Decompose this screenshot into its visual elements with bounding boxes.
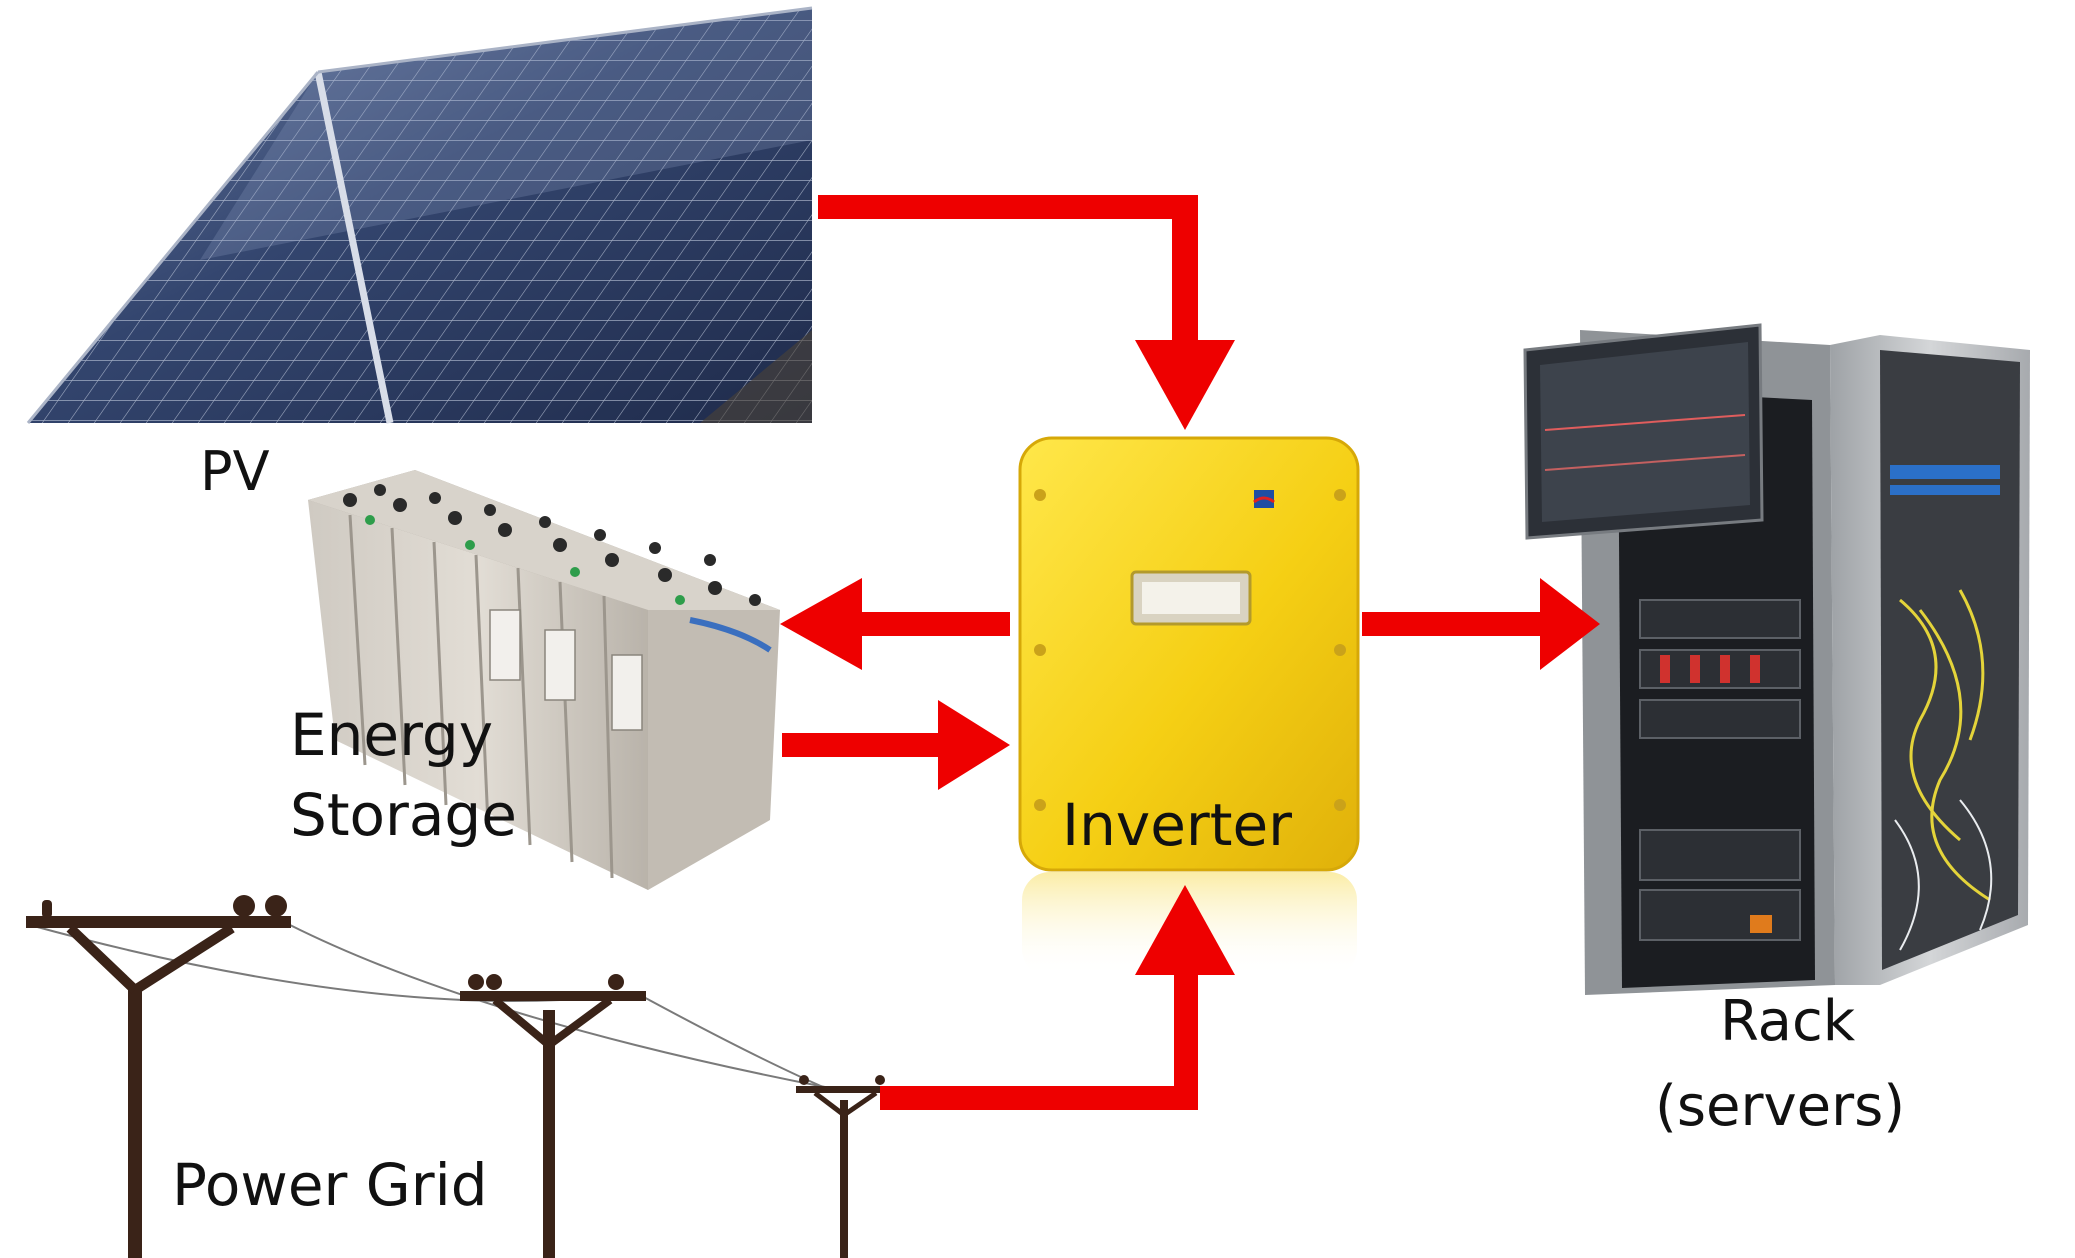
inverter-label: Inverter xyxy=(1062,791,1292,859)
power-grid-label: Power Grid xyxy=(172,1151,488,1219)
arrow-inverter-to-storage xyxy=(780,578,1010,670)
rack-label-line2: (servers) xyxy=(1655,1074,1905,1139)
energy-storage-label-line2: Storage xyxy=(290,781,517,849)
energy-storage-label-line1: Energy xyxy=(290,701,493,769)
arrow-inverter-to-rack xyxy=(1362,578,1600,670)
arrow-storage-to-inverter xyxy=(782,700,1010,790)
battery-bank-icon xyxy=(308,470,780,890)
pv-label: PV xyxy=(200,440,270,503)
flow-arrows xyxy=(780,195,1600,1110)
arrow-pv-to-inverter xyxy=(818,195,1235,430)
server-rack-icon xyxy=(1523,323,2030,995)
solar-panel-icon xyxy=(26,6,813,424)
arrow-grid-to-inverter xyxy=(880,885,1235,1110)
utility-poles-icon xyxy=(26,895,896,1258)
rack-label-line1: Rack xyxy=(1720,989,1856,1054)
